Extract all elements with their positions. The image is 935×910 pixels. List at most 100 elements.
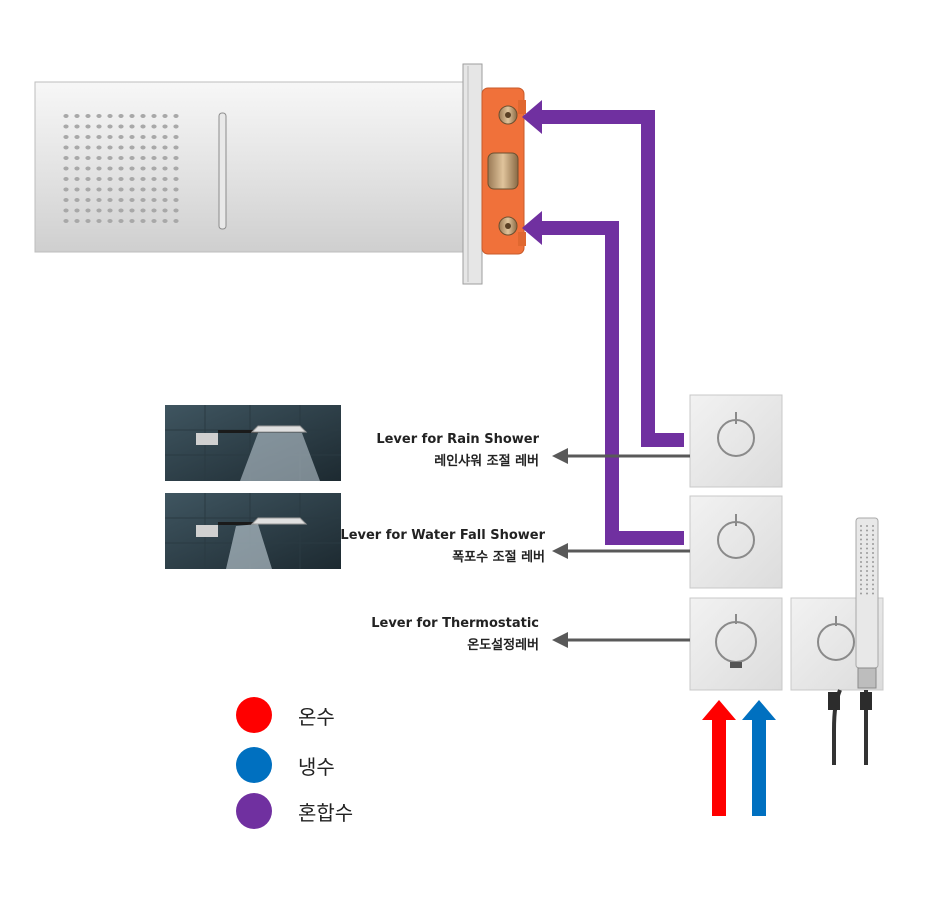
nozzle <box>85 145 91 150</box>
mixed-pipe-waterfall-arrowhead <box>522 211 542 245</box>
nozzle <box>63 166 69 171</box>
nozzle <box>107 219 113 223</box>
hand-shower-nozzle <box>866 579 868 581</box>
pointer-arrow-thermostatic <box>552 632 690 648</box>
nozzle <box>85 114 91 118</box>
legend-label-hot: 온수 <box>298 704 335 729</box>
overhead-shower-head <box>34 63 483 285</box>
nozzle <box>151 187 157 192</box>
nozzle <box>162 198 168 202</box>
nozzle <box>107 156 113 160</box>
nozzle <box>74 219 80 223</box>
legend-label-mixed: 혼합수 <box>298 800 354 825</box>
nozzle <box>74 145 80 150</box>
nozzle <box>63 208 69 213</box>
concealed-valve-body <box>481 87 526 255</box>
nozzle <box>107 187 113 192</box>
rain-lever-label-en: Lever for Rain Shower <box>376 432 539 447</box>
nozzle <box>162 187 168 192</box>
hand-shower-nozzle <box>872 529 874 532</box>
hand-shower-nozzle <box>860 556 862 559</box>
nozzle <box>63 187 69 192</box>
hand-shower-nozzle <box>860 592 862 595</box>
hand-shower-nozzle <box>860 543 862 545</box>
nozzle <box>151 166 157 171</box>
nozzle <box>162 156 168 160</box>
nozzle <box>107 198 113 202</box>
cold-water-inlet-arrow <box>742 700 776 816</box>
nozzle <box>140 114 146 118</box>
nozzle <box>107 177 113 181</box>
nozzle <box>140 208 146 213</box>
hand-shower-nozzle <box>872 583 874 586</box>
hand-shower-nozzle <box>860 552 862 554</box>
nozzle <box>107 124 113 129</box>
nozzle <box>85 124 91 129</box>
hand-shower-nozzle <box>860 565 862 568</box>
nozzle <box>85 198 91 202</box>
hand-shower-nozzle <box>866 538 868 541</box>
hand-shower-nozzle <box>866 583 868 586</box>
nozzle <box>107 208 113 213</box>
nozzle <box>74 187 80 192</box>
nozzle <box>107 145 113 150</box>
nozzle <box>85 166 91 171</box>
hand-shower-nozzle <box>872 556 874 559</box>
hand-shower-nozzle <box>872 588 874 590</box>
nozzle <box>85 219 91 223</box>
nozzle <box>151 124 157 129</box>
nozzle <box>118 187 124 192</box>
hand-shower-nozzle <box>866 565 868 568</box>
nozzle <box>140 177 146 181</box>
hand-shower-nozzle <box>866 534 868 536</box>
nozzle <box>63 156 69 160</box>
nozzle <box>96 166 102 171</box>
waterfall-lever-label-en: Lever for Water Fall Shower <box>340 528 545 543</box>
waterfall-lever-plate <box>689 495 783 589</box>
hot-water-inlet-arrow <box>702 700 736 816</box>
nozzle <box>96 177 102 181</box>
rain-shower-lever-plate <box>689 394 783 488</box>
waterfall-lever-label-ko: 폭포수 조절 레버 <box>452 550 545 565</box>
nozzle <box>74 156 80 160</box>
nozzle <box>63 114 69 118</box>
cold-water-dot <box>236 747 272 783</box>
nozzle <box>74 208 80 213</box>
legend-item-cold: 냉수 <box>236 747 335 783</box>
thermostatic-lever-label: Lever for Thermostatic 온도설정레버 <box>371 613 539 657</box>
hand-shower-nozzle <box>866 574 868 577</box>
nozzle <box>162 166 168 171</box>
nozzle <box>96 114 102 118</box>
nozzle <box>107 166 113 171</box>
hand-shower-nozzle <box>866 570 868 572</box>
legend-label-cold: 냉수 <box>298 754 335 779</box>
nozzle <box>173 156 179 160</box>
nozzle <box>151 145 157 150</box>
nozzle <box>129 166 135 171</box>
nozzle <box>118 198 124 202</box>
hand-shower-nozzle <box>860 538 862 541</box>
hand-shower-nozzle <box>866 543 868 545</box>
hand-shower-nozzle <box>872 538 874 541</box>
nozzle <box>129 219 135 223</box>
nozzle <box>173 124 179 129</box>
nozzle <box>151 135 157 139</box>
nozzle <box>140 156 146 160</box>
hand-shower-nozzle <box>872 547 874 550</box>
nozzle <box>129 198 135 202</box>
hand-shower-nozzle <box>872 552 874 554</box>
nozzle <box>173 187 179 192</box>
nozzle <box>129 208 135 213</box>
hand-shower-nozzle <box>872 534 874 536</box>
nozzle <box>63 135 69 139</box>
waterfall-shower-photo <box>165 493 341 569</box>
nozzle <box>118 124 124 129</box>
hand-shower-nozzle <box>866 525 868 527</box>
hand-shower-nozzle <box>866 529 868 532</box>
nozzle <box>173 145 179 150</box>
hand-shower-nozzle <box>860 583 862 586</box>
nozzle <box>162 219 168 223</box>
nozzle <box>74 177 80 181</box>
nozzle <box>173 198 179 202</box>
hand-shower-nozzle <box>860 588 862 590</box>
